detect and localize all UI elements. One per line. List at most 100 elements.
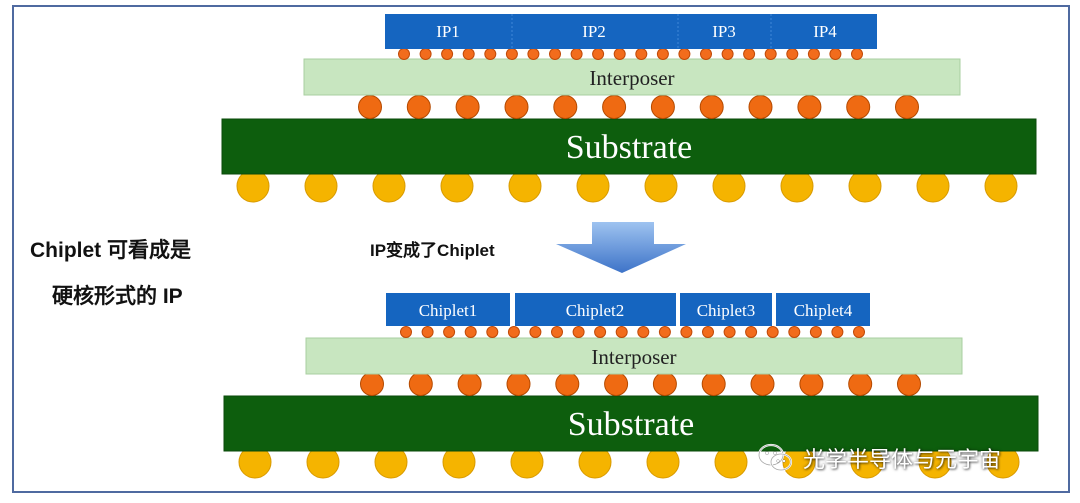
- micro-bump: [786, 48, 799, 60]
- top-package: Substrate Interposer IP1 IP2 IP3 IP4: [221, 14, 1037, 203]
- micro-bump: [594, 326, 607, 338]
- chiplet-block: [680, 293, 772, 326]
- micro-bump: [788, 326, 801, 338]
- micro-bump: [421, 326, 434, 338]
- top-substrate-label: Substrate: [566, 129, 693, 166]
- solder-ball: [984, 169, 1018, 203]
- bottom-interposer-label: Interposer: [591, 345, 676, 369]
- c4-bump: [408, 372, 433, 396]
- micro-bump: [829, 48, 842, 60]
- micro-bump: [398, 48, 410, 60]
- micro-bump: [507, 326, 520, 338]
- micro-bump: [615, 326, 628, 338]
- solder-ball: [372, 169, 406, 203]
- micro-bump: [613, 48, 626, 60]
- bottom-solder-balls: [238, 445, 1020, 479]
- c4-bump: [553, 95, 578, 119]
- solder-ball: [848, 169, 882, 203]
- micro-bump: [637, 326, 650, 338]
- micro-bump: [441, 48, 454, 60]
- top-substrate: [221, 118, 1037, 175]
- micro-bump: [484, 48, 497, 60]
- caption-line-2: 硬核形式的 IP: [52, 285, 183, 308]
- solder-ball: [712, 169, 746, 203]
- c4-bump: [406, 95, 431, 119]
- c4-bump: [506, 372, 531, 396]
- chiplet-block: [776, 293, 870, 326]
- c4-bump: [457, 372, 482, 396]
- micro-bump: [505, 48, 518, 60]
- micro-bump: [658, 326, 671, 338]
- caption-line-1: Chiplet 可看成是: [30, 239, 191, 262]
- bottom-interposer: [305, 337, 963, 375]
- chiplet-block-label: Chiplet4: [794, 301, 853, 320]
- top-interposer: [303, 58, 961, 96]
- c4-bump: [799, 372, 824, 396]
- micro-bump: [721, 48, 734, 60]
- solder-ball: [780, 169, 814, 203]
- micro-bump: [809, 326, 822, 338]
- solder-ball: [236, 169, 270, 203]
- c4-bump: [604, 372, 629, 396]
- bottom-substrate: [223, 395, 1039, 452]
- micro-bump: [853, 326, 865, 338]
- chiplet-block-label: Chiplet1: [419, 301, 478, 320]
- ip-block-label: IP3: [712, 22, 736, 41]
- micro-bump: [529, 326, 542, 338]
- top-c4-bumps: [358, 95, 919, 119]
- c4-bump: [358, 95, 382, 119]
- bottom-substrate-label: Substrate: [568, 406, 695, 443]
- solder-ball: [304, 169, 338, 203]
- ip-block-label: IP1: [436, 22, 460, 41]
- micro-bump: [635, 48, 648, 60]
- chiplet-block-label: Chiplet2: [566, 301, 625, 320]
- watermark-text: 光学半导体与元宇宙: [803, 447, 1002, 472]
- micro-bump: [549, 48, 561, 60]
- micro-bump: [419, 48, 432, 60]
- ip-block-label: IP2: [582, 22, 606, 41]
- c4-bump: [652, 372, 677, 396]
- micro-bump: [723, 326, 736, 338]
- micro-bump: [527, 48, 540, 60]
- c4-bump: [848, 372, 873, 396]
- caption: Chiplet 可看成是 硬核形式的 IP: [30, 228, 191, 320]
- bottom-micro-bumps: [400, 326, 865, 338]
- micro-bump: [700, 48, 712, 60]
- micro-bump: [764, 48, 777, 60]
- micro-bump: [745, 326, 758, 338]
- bottom-package: Substrate Interposer Chiplet1 Chiplet2 C…: [223, 293, 1039, 479]
- micro-bump: [551, 326, 563, 338]
- solder-ball: [576, 169, 610, 203]
- c4-bump: [504, 95, 529, 119]
- micro-bump: [570, 48, 583, 60]
- c4-bump: [602, 95, 627, 119]
- ip-block-label: IP4: [813, 22, 837, 41]
- micro-bump: [592, 48, 605, 60]
- c4-bump: [748, 95, 773, 119]
- c4-bump: [650, 95, 675, 119]
- wechat-icon: [757, 443, 793, 472]
- micro-bump: [680, 326, 693, 338]
- chiplet-block-label: Chiplet3: [697, 301, 756, 320]
- micro-bump: [443, 326, 456, 338]
- micro-bump: [678, 48, 691, 60]
- c4-bump: [555, 372, 580, 396]
- top-ip-strip: [385, 14, 877, 49]
- solder-ball: [644, 169, 678, 203]
- micro-bump: [702, 326, 714, 338]
- micro-bump: [766, 326, 779, 338]
- arrow-label: IP变成了Chiplet: [370, 241, 495, 260]
- micro-bump: [486, 326, 499, 338]
- c4-bump: [360, 372, 384, 396]
- c4-bump: [455, 95, 480, 119]
- micro-bump: [807, 48, 820, 60]
- solder-ball: [508, 169, 542, 203]
- c4-bump: [846, 95, 871, 119]
- chiplet-block: [386, 293, 510, 326]
- c4-bump: [797, 95, 822, 119]
- micro-bump: [831, 326, 844, 338]
- c4-bump: [699, 95, 724, 119]
- solder-ball: [440, 169, 474, 203]
- chiplet-block: [515, 293, 676, 326]
